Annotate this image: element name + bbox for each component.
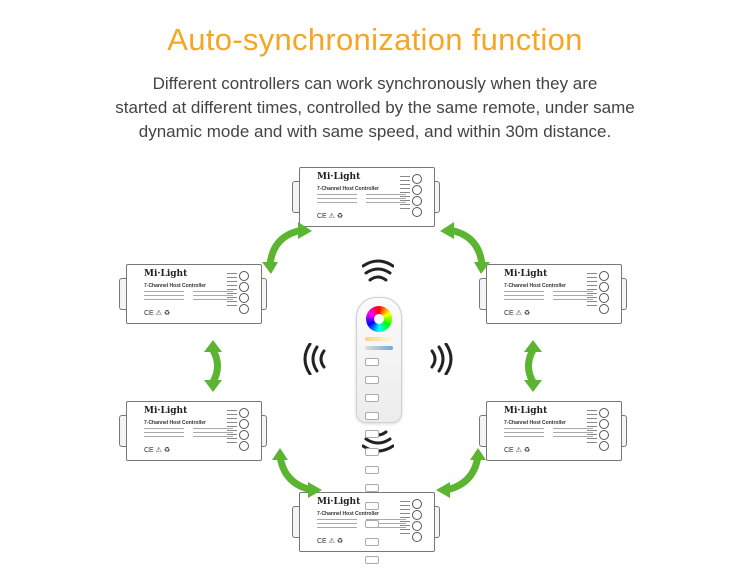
controller-model: 7-Channel Host Controller <box>144 283 206 289</box>
warmth-slider <box>365 337 393 341</box>
description-line-1: Different controllers can work synchrono… <box>152 74 598 93</box>
certification-marks-icon: CE ⚠ ♻ <box>144 447 171 454</box>
controller-brand: Mi·Light <box>504 269 548 279</box>
description-line-2: started at different times, controlled b… <box>115 98 635 117</box>
sync-arrow-icon <box>262 222 312 274</box>
brightness-slider <box>365 346 393 350</box>
controller-lower-right: Mi·Light 7-Channel Host Controller CE ⚠ … <box>479 401 627 461</box>
sync-arrow-icon <box>520 340 546 392</box>
controller-model: 7-Channel Host Controller <box>144 420 206 426</box>
sync-arrow-icon <box>436 448 486 498</box>
description: Different controllers can work synchrono… <box>60 72 690 144</box>
page-title: Auto-synchronization function <box>167 22 583 57</box>
signal-wave-icon <box>302 343 332 375</box>
sync-arrow-icon <box>200 340 226 392</box>
controller-model: 7-Channel Host Controller <box>317 511 379 517</box>
remote-keypad <box>364 356 394 572</box>
certification-marks-icon: CE ⚠ ♻ <box>504 447 531 454</box>
signal-wave-icon <box>362 258 394 288</box>
certification-marks-icon: CE ⚠ ♻ <box>317 538 344 545</box>
controller-lower-left: Mi·Light 7-Channel Host Controller CE ⚠ … <box>119 401 267 461</box>
controller-model: 7-Channel Host Controller <box>504 283 566 289</box>
signal-wave-icon <box>424 343 454 375</box>
sync-arrow-icon <box>440 222 490 274</box>
controller-model: 7-Channel Host Controller <box>504 420 566 426</box>
controller-brand: Mi·Light <box>317 497 361 507</box>
controller-top: Mi·Light 7-Channel Host Controller CE ⚠ … <box>292 167 440 227</box>
description-line-3: dynamic mode and with same speed, and wi… <box>138 122 612 141</box>
certification-marks-icon: CE ⚠ ♻ <box>317 213 344 220</box>
sync-arrow-icon <box>272 448 322 498</box>
controller-upper-left: Mi·Light 7-Channel Host Controller CE ⚠ … <box>119 264 267 324</box>
controller-brand: Mi·Light <box>144 406 188 416</box>
remote-control <box>356 297 402 564</box>
controller-brand: Mi·Light <box>144 269 188 279</box>
controller-model: 7-Channel Host Controller <box>317 186 379 192</box>
color-wheel-icon <box>366 306 392 332</box>
controller-upper-right: Mi·Light 7-Channel Host Controller CE ⚠ … <box>479 264 627 324</box>
certification-marks-icon: CE ⚠ ♻ <box>144 310 171 317</box>
controller-brand: Mi·Light <box>317 172 361 182</box>
controller-brand: Mi·Light <box>504 406 548 416</box>
certification-marks-icon: CE ⚠ ♻ <box>504 310 531 317</box>
